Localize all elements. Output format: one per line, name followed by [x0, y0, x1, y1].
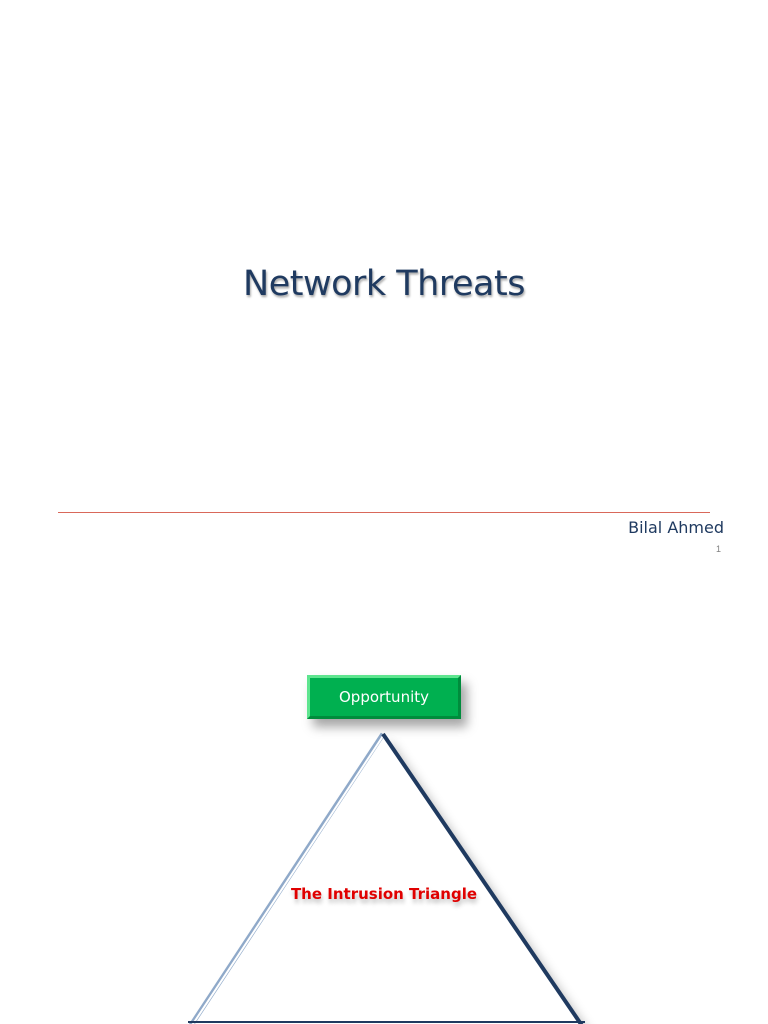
author-name: Bilal Ahmed	[628, 518, 724, 537]
triangle-left-edge-highlight	[191, 735, 384, 1024]
triangle-shape	[191, 734, 581, 1024]
triangle-right-edge	[381, 732, 584, 1024]
opportunity-box: Opportunity	[307, 675, 461, 719]
title-divider-line	[58, 512, 710, 513]
slide-title: Network Threats	[243, 264, 525, 304]
opportunity-label: Opportunity	[338, 688, 429, 706]
page-number: 1	[715, 544, 721, 554]
intrusion-triangle-label: The Intrusion Triangle	[290, 885, 478, 903]
